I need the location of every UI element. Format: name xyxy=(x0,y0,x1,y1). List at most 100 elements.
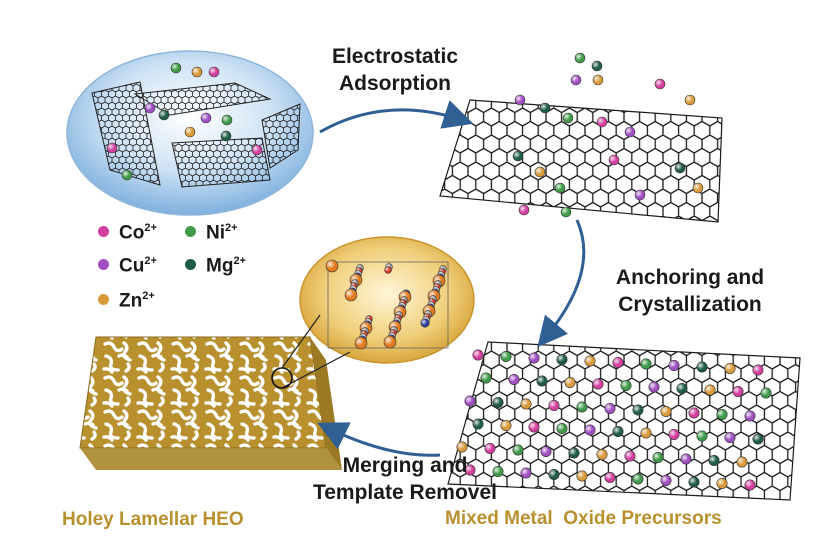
sheet-ion-shine xyxy=(555,183,565,193)
ellipse-ion-shine xyxy=(185,127,195,137)
ellipse-ion-shine xyxy=(221,131,231,141)
precursor-ion-shine xyxy=(472,349,484,361)
mg-ion-icon xyxy=(185,258,196,270)
precursor-ion-shine xyxy=(632,473,644,485)
precursor-ion-shine xyxy=(568,447,580,459)
sheet-ion-shine xyxy=(693,183,703,193)
legend-co: Co2+ xyxy=(98,222,157,244)
legend-mg: Mg2+ xyxy=(185,255,246,277)
atom-shine xyxy=(420,318,430,328)
legend-ni-symbol: Ni xyxy=(206,222,225,244)
precursor-ion-shine xyxy=(548,400,560,411)
sheet-ion-shine xyxy=(535,167,545,177)
precursor-ion-shine xyxy=(612,357,624,368)
step-anchoring-line1: Anchoring and xyxy=(615,266,765,289)
precursor-ion-shine xyxy=(660,475,672,486)
sheet-ion-shine xyxy=(655,79,665,89)
precursor-ion-shine xyxy=(536,375,548,387)
precursor-sheet xyxy=(447,341,801,501)
precursor-ion-shine xyxy=(760,387,772,399)
precursor-ion-shine xyxy=(520,398,532,410)
precursor-ion-shine xyxy=(696,430,708,442)
graphene-solution-ellipse xyxy=(66,50,314,216)
atom-shine xyxy=(326,260,338,272)
sheet-ion-shine xyxy=(609,155,619,165)
arrow-crystallization xyxy=(537,219,586,348)
precursor-ion-shine xyxy=(508,374,520,385)
precursor-ion-shine xyxy=(520,467,532,479)
zoom-line-upper xyxy=(281,314,321,369)
precursor-ion-shine xyxy=(620,380,632,391)
precursor-ion-shine xyxy=(484,443,496,454)
ellipse-ion-shine xyxy=(201,113,211,123)
atom-shine xyxy=(355,337,367,349)
precursor-ion-shine xyxy=(528,421,540,433)
precursor-ion-shine xyxy=(660,406,672,417)
zoom-line-lower xyxy=(281,351,351,389)
ni-ion-icon xyxy=(185,225,196,237)
legend-cu-charge: 2+ xyxy=(144,255,157,267)
legend-co-charge: 2+ xyxy=(144,222,157,234)
legend-cu-symbol: Cu xyxy=(119,255,145,277)
ellipse-ion-shine xyxy=(192,67,202,77)
sheet-ion-shine xyxy=(563,113,573,123)
ellipse-ion-shine xyxy=(222,115,232,125)
precursor-ion-shine xyxy=(752,364,764,376)
precursor-ion-shine xyxy=(604,403,616,414)
step-merging-line1: Merging and xyxy=(342,454,468,477)
caption-holey-lamellar-heo: Holey Lamellar HEO xyxy=(62,509,244,530)
precursor-ion-shine xyxy=(500,420,512,431)
step-electrostatic-line2: Adsorption xyxy=(339,72,451,95)
sheet-ion-shine xyxy=(519,205,529,215)
precursor-ion-shine xyxy=(716,478,728,489)
precursor-ion-shine xyxy=(668,429,680,440)
precursor-ion-shine xyxy=(492,397,504,408)
sheet-ion-shine xyxy=(561,207,571,217)
sheet-ion-shine xyxy=(575,53,585,63)
precursor-ion-shine xyxy=(464,395,476,407)
precursor-ion-shine xyxy=(556,423,568,434)
legend-co-symbol: Co xyxy=(119,222,145,244)
sheet-ion-shine xyxy=(593,75,603,85)
precursor-ion-shine xyxy=(548,469,560,480)
precursor-ion-shine xyxy=(736,456,748,468)
precursor-ion-shine xyxy=(584,424,596,436)
precursor-ion-shine xyxy=(676,383,688,394)
legend-ni-charge: 2+ xyxy=(225,222,238,234)
precursor-ion-shine xyxy=(576,401,588,413)
precursor-ion-shine xyxy=(480,372,492,384)
atom-shine xyxy=(345,289,357,301)
atom-shine xyxy=(384,266,392,274)
legend-mg-symbol: Mg xyxy=(206,255,234,277)
ellipse-ion-shine xyxy=(159,110,169,120)
legend-zn-charge: 2+ xyxy=(142,290,155,302)
precursor-ion-shine xyxy=(556,354,568,365)
sheet-ion-shine xyxy=(675,163,685,173)
cu-ion-icon xyxy=(98,258,109,270)
legend-cu: Cu2+ xyxy=(98,255,157,277)
precursor-ion-shine xyxy=(652,452,664,463)
sheet-ion-shine xyxy=(597,117,607,127)
ellipse-ion-shine xyxy=(145,103,155,113)
precursor-ion-shine xyxy=(744,410,756,422)
precursor-ion-shine xyxy=(688,407,700,419)
precursor-ion-shine xyxy=(472,418,484,430)
precursor-ion-shine xyxy=(512,444,524,456)
sheet-ion-shine xyxy=(592,61,602,71)
precursor-ion-shine xyxy=(540,446,552,457)
legend-zn-symbol: Zn xyxy=(119,290,143,312)
precursor-ion-shine xyxy=(680,453,692,465)
precursor-ion-shine xyxy=(640,427,652,439)
step-anchoring-crystallization: Anchoring and Crystallization xyxy=(590,264,790,318)
precursor-ion-shine xyxy=(632,404,644,416)
ellipse-ion-shine xyxy=(107,143,117,153)
precursor-ion-shine xyxy=(724,363,736,374)
step-electrostatic-adsorption: Electrostatic Adsorption xyxy=(300,43,490,97)
sheet-ion-shine xyxy=(635,190,645,200)
ellipse-ion-shine xyxy=(252,145,262,155)
step-electrostatic-line1: Electrostatic xyxy=(331,45,459,68)
sheet-ion-shine xyxy=(625,127,635,137)
precursor-ion-shine xyxy=(640,358,652,370)
precursor-ion-shine xyxy=(604,472,616,483)
